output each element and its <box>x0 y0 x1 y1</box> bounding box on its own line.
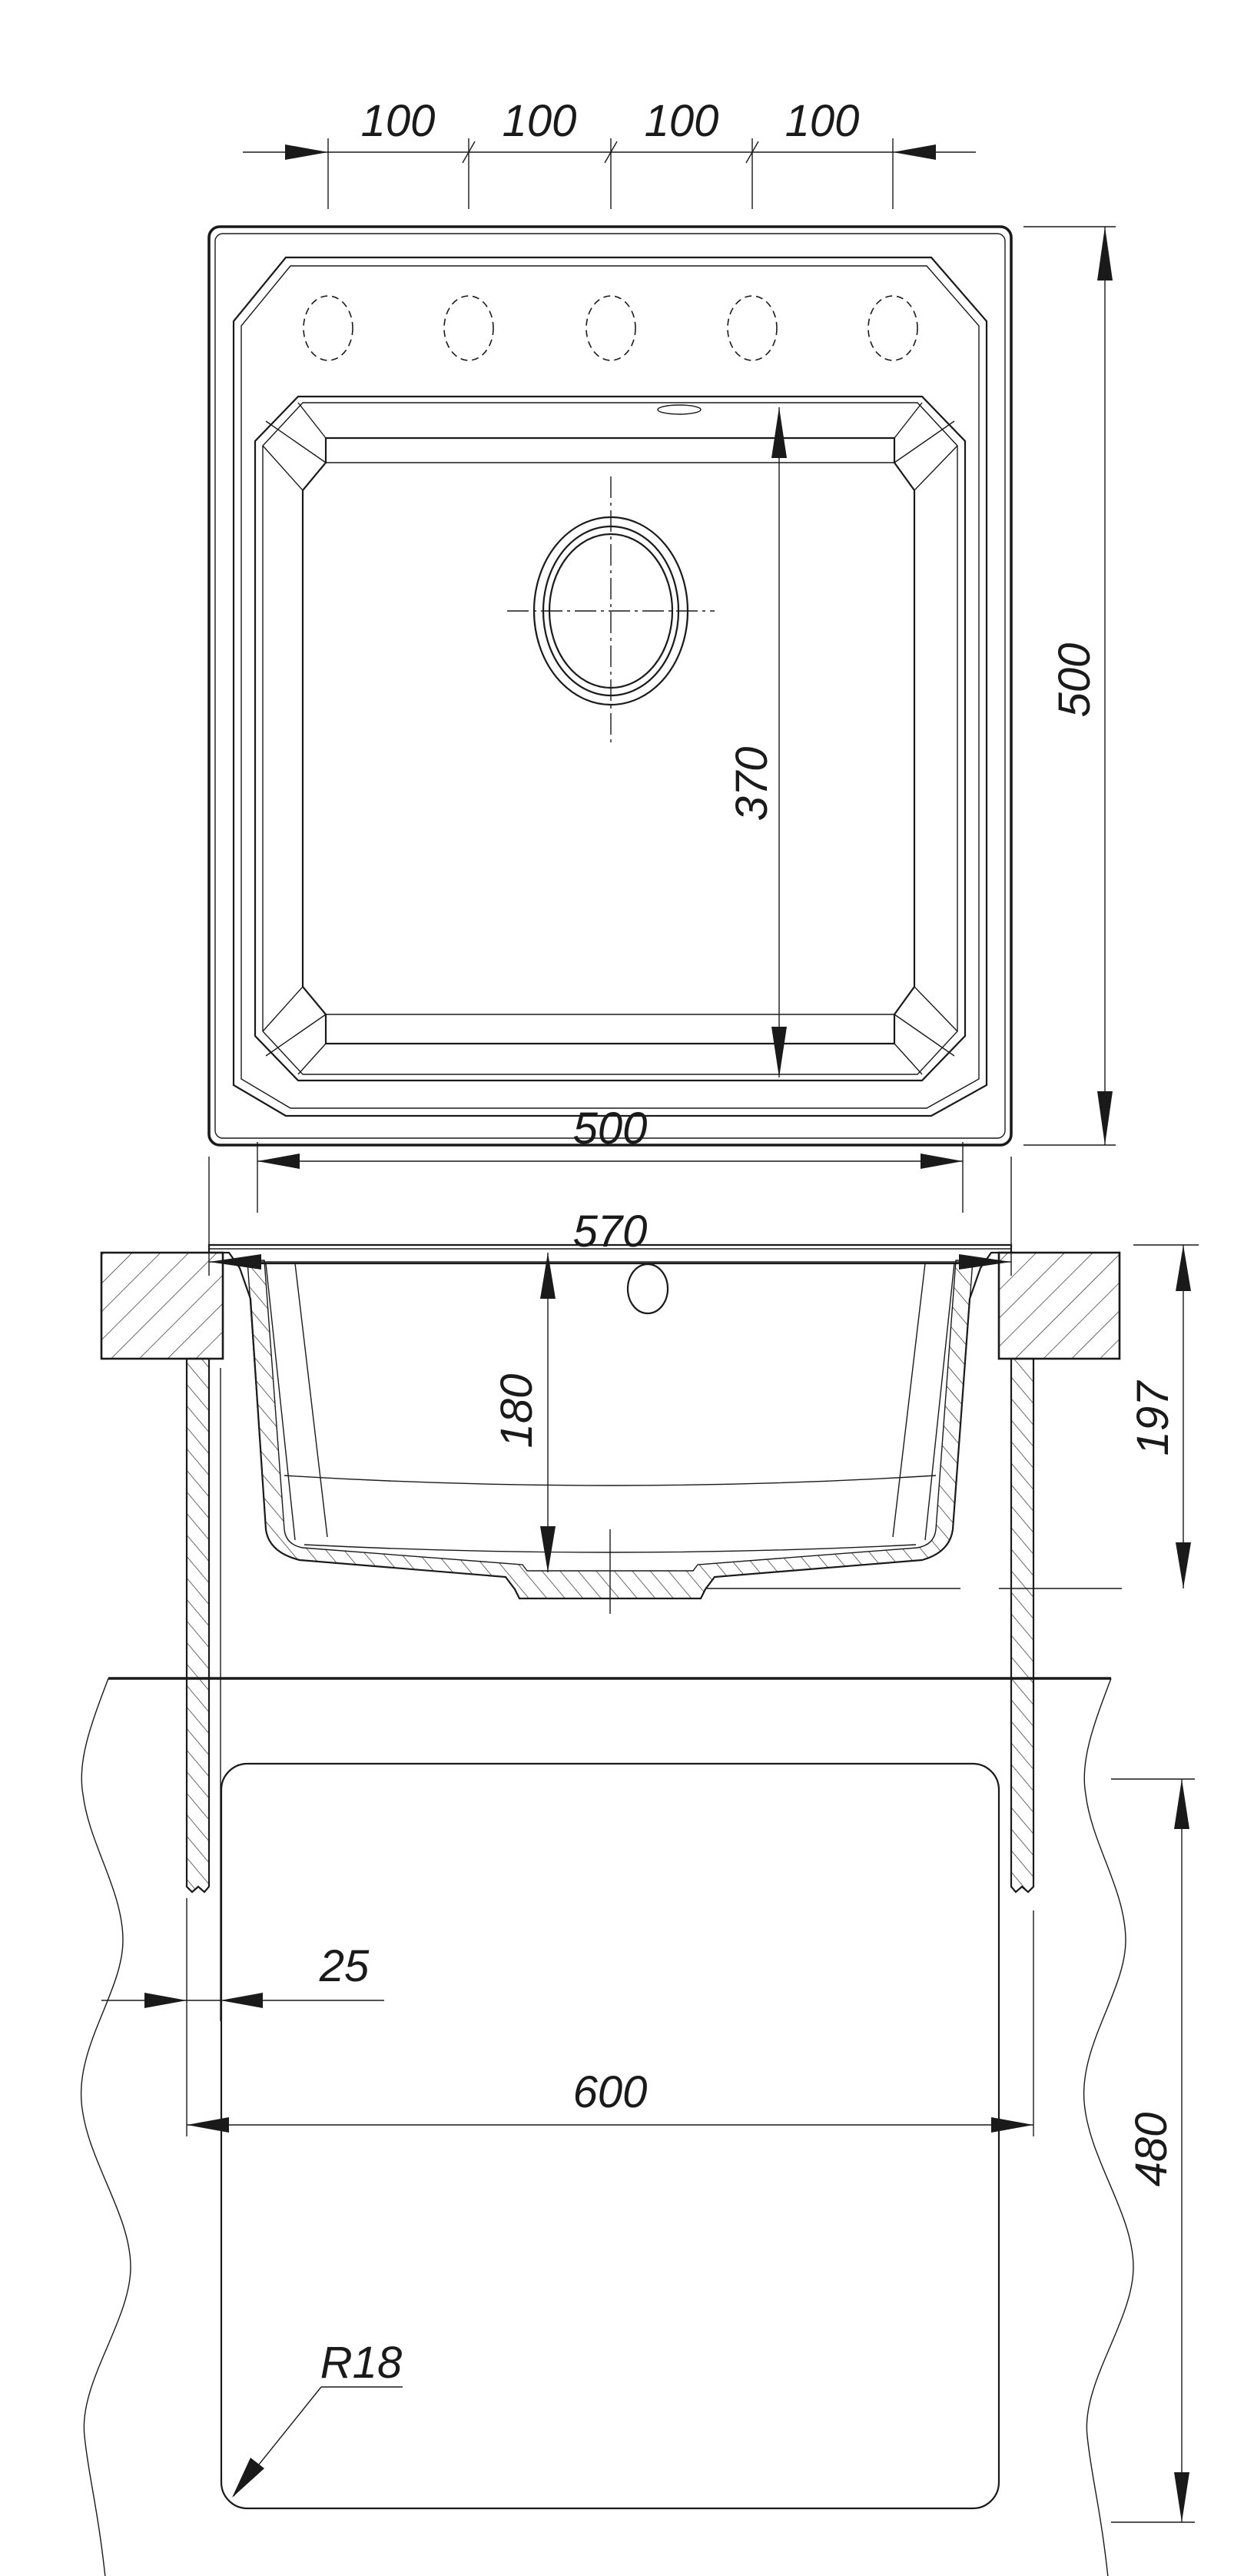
bowl-outline <box>254 395 967 1082</box>
spacing-label-3: 100 <box>645 96 719 146</box>
bowl-width-label: 500 <box>573 1104 648 1154</box>
bowl-depth-label: 370 <box>727 747 777 822</box>
drain-hole <box>507 476 715 745</box>
section-view: 500 180 <box>100 1104 1199 2136</box>
wall-offset-dimension: 25 <box>101 1898 384 2136</box>
cutout-view: R18 480 550 <box>80 1677 1195 2576</box>
overflow-hole <box>626 1263 669 1315</box>
total-height-dimension: 197 <box>1128 1244 1199 1588</box>
cabinet-wall-left <box>185 1357 211 1894</box>
corner-radius-label: R18 <box>320 2338 402 2388</box>
countertop-right <box>997 1251 1121 1360</box>
overflow-slot <box>657 404 702 415</box>
countertop-left <box>100 1251 224 1360</box>
faucet-spacing-dimension: 100 100 100 100 <box>243 96 976 209</box>
top-view: 100 100 100 100 <box>207 96 1116 1276</box>
cutout-outline <box>220 1762 1000 2510</box>
overall-width-label: 570 <box>573 1207 648 1256</box>
cutout-depth-label: 480 <box>1126 2113 1176 2187</box>
overall-depth-label: 500 <box>1050 643 1100 718</box>
wall-offset-label: 25 <box>319 1941 370 1991</box>
overall-depth-dimension: 500 <box>1023 226 1116 1146</box>
bowl-depth-dimension: 370 <box>727 407 787 1077</box>
overall-width-dimension: 570 <box>208 1157 1012 1276</box>
bowl-depth-section-label: 180 <box>492 1374 542 1449</box>
total-height-label: 197 <box>1128 1379 1178 1456</box>
spacing-label-1: 100 <box>361 96 436 146</box>
countertop-plan-outline <box>80 1678 131 2576</box>
sink-outer-rim <box>207 225 1013 1147</box>
cabinet-width-dimension: 600 <box>187 1910 1034 2136</box>
spacing-label-2: 100 <box>503 96 577 146</box>
bowl-depth-section-dimension: 180 <box>492 1253 556 1572</box>
cabinet-wall-right <box>1010 1357 1035 1894</box>
corner-radius-callout: R18 <box>232 2338 403 2498</box>
sink-deck-outline <box>232 256 988 1117</box>
cabinet-width-label: 600 <box>573 2067 648 2117</box>
bowl-width-dimension: 500 <box>257 1104 964 1213</box>
cutout-depth-dimension: 480 <box>1111 1778 1195 2523</box>
faucet-holes <box>303 295 918 361</box>
spacing-label-4: 100 <box>785 96 860 146</box>
